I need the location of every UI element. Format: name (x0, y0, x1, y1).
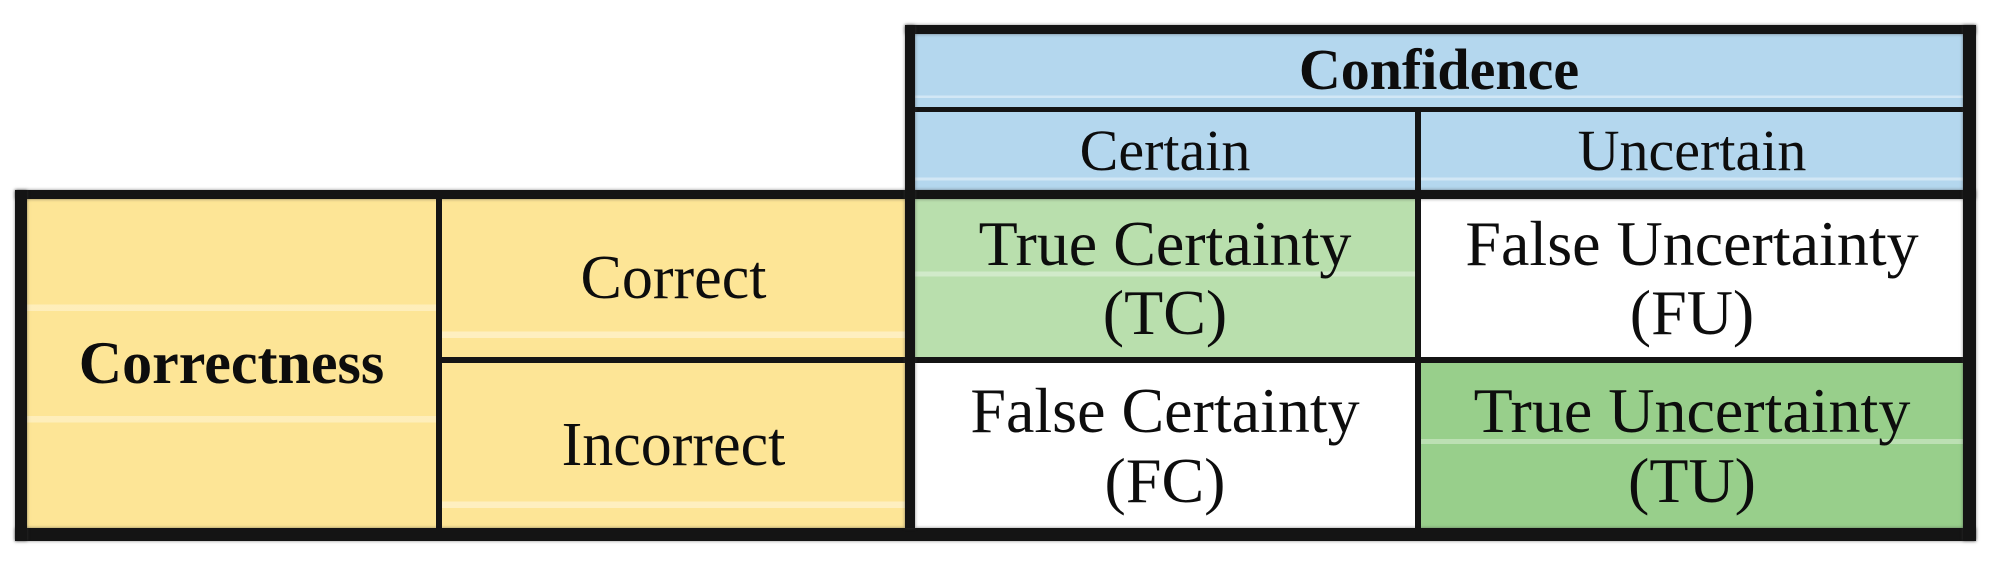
cell-name: False Certainty (970, 375, 1360, 447)
border-row-divider (442, 357, 1963, 363)
column-header-uncertain: Uncertain (1421, 112, 1963, 190)
border-col-divider-2 (905, 25, 915, 528)
column-group-header-confidence: Confidence (915, 34, 1963, 107)
cell-name: False Uncertainty (1465, 207, 1919, 279)
cell-abbr: (FC) (1104, 444, 1226, 516)
column-header-label: Certain (1079, 117, 1251, 183)
border-under-confidence (910, 107, 1963, 112)
border-bottom (15, 528, 1976, 541)
cell-name: True Uncertainty (1473, 375, 1911, 447)
border-top-header (905, 25, 1976, 34)
column-group-header-label: Confidence (1298, 37, 1580, 103)
cell-abbr: (FU) (1629, 277, 1755, 348)
cell-true-certainty: True Certainty (TC) (915, 199, 1415, 357)
row-group-header-correctness: Correctness (27, 199, 436, 528)
cell-true-uncertainty: True Uncertainty (TU) (1421, 363, 1963, 528)
cell-name: True Certainty (978, 207, 1352, 279)
row-group-header-label: Correctness (78, 330, 385, 397)
cell-false-uncertainty: False Uncertainty (FU) (1421, 199, 1963, 357)
border-col-divider-3 (1415, 107, 1421, 528)
border-col-divider-1 (436, 190, 442, 528)
border-left-outer (15, 190, 27, 541)
row-header-label: Correct (580, 243, 767, 312)
cell-abbr: (TU) (1628, 444, 1756, 516)
row-header-correct: Correct (442, 199, 905, 357)
row-header-incorrect: Incorrect (442, 363, 905, 528)
border-right-outer (1963, 25, 1976, 541)
cell-false-certainty: False Certainty (FC) (915, 363, 1415, 528)
row-header-label: Incorrect (561, 411, 786, 480)
border-under-subheaders (15, 190, 1976, 199)
column-header-label: Uncertain (1577, 117, 1807, 183)
column-header-certain: Certain (915, 112, 1415, 190)
cell-abbr: (TC) (1102, 277, 1228, 348)
